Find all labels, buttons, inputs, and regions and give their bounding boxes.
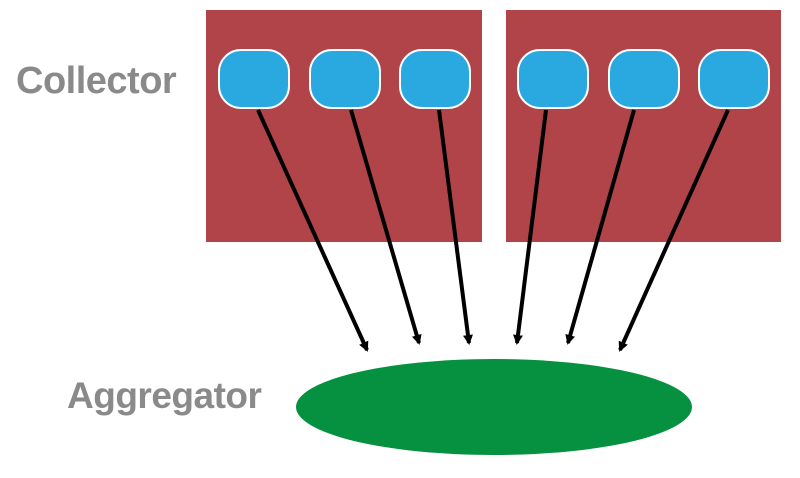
arrow-1 [256, 109, 369, 352]
arrow-5 [565, 109, 636, 345]
collector-node-6 [698, 49, 770, 109]
arrow-3 [437, 109, 473, 345]
collector-box-right [506, 10, 781, 242]
arrows [256, 109, 730, 352]
aggregator-label: Aggregator [67, 375, 262, 416]
collector-node-3 [399, 49, 471, 109]
aggregator-ellipse [296, 359, 692, 455]
arrow-2 [349, 109, 422, 345]
collector-node-1 [218, 49, 290, 109]
collector-node-5 [608, 49, 680, 109]
collector-nodes [218, 49, 770, 109]
collector-box-left [206, 10, 482, 242]
collector-label: Collector [16, 60, 177, 102]
arrow-6 [618, 109, 730, 352]
collector-node-2 [309, 49, 381, 109]
collector-node-4 [517, 49, 589, 109]
arrow-4 [513, 109, 548, 345]
